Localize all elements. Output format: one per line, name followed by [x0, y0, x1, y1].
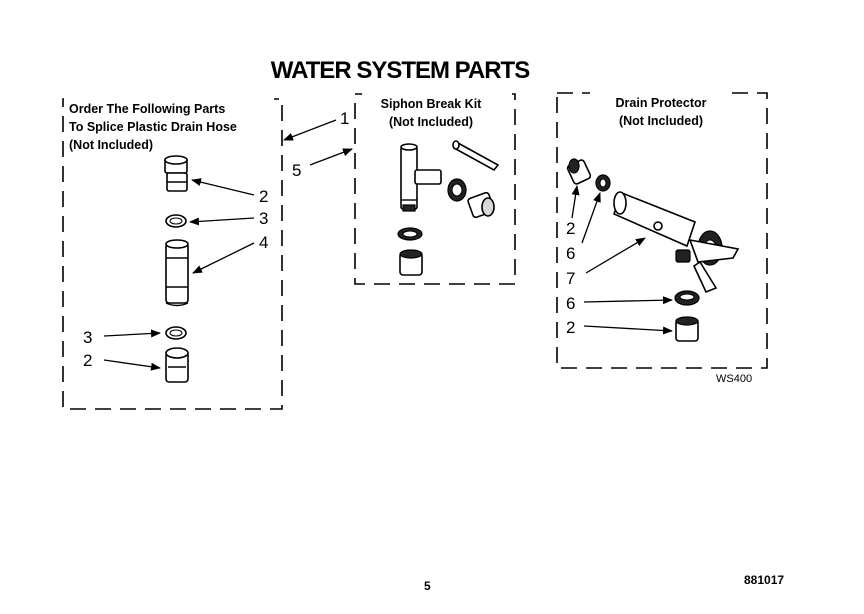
- drain-connector-small: [566, 158, 592, 185]
- siphon-tee: [400, 143, 442, 212]
- callout-d-2-bottom: 2: [566, 318, 575, 337]
- callout-d-6-bottom: 6: [566, 294, 575, 313]
- hose-connector-top: [164, 155, 188, 192]
- callout-4: 4: [259, 233, 268, 252]
- callout-3-bottom: 3: [83, 328, 92, 347]
- drawing-code: WS400: [716, 373, 752, 385]
- drain-box-heading-line2: (Not Included): [619, 114, 703, 128]
- kit-callouts: 1 5: [283, 109, 353, 180]
- splice-parts-box: Order The Following Parts To Splice Plas…: [62, 98, 283, 410]
- callout-d-7: 7: [566, 269, 575, 288]
- drain-valve-body: [612, 191, 740, 294]
- hose-clamp-top: [165, 214, 187, 228]
- callout-2-bottom: 2: [83, 351, 92, 370]
- siphon-box-heading-line1: Siphon Break Kit: [381, 97, 483, 111]
- hose-clamp-bottom: [165, 326, 187, 340]
- page-title: WATER SYSTEM PARTS: [271, 57, 530, 84]
- drain-washer-large: [674, 290, 700, 306]
- siphon-cap: [399, 249, 423, 276]
- splice-box-heading-line3: (Not Included): [69, 138, 153, 152]
- document-number: 881017: [744, 573, 784, 587]
- siphon-tube: [452, 140, 500, 172]
- callout-1: 1: [340, 109, 349, 128]
- callout-d-6-top: 6: [566, 244, 575, 263]
- drain-cap: [675, 316, 699, 342]
- hose-connector-bottom: [165, 347, 189, 383]
- callout-5: 5: [292, 161, 301, 180]
- drain-washer-small: [595, 174, 611, 192]
- siphon-box-heading-line2: (Not Included): [389, 115, 473, 129]
- callout-3-top: 3: [259, 209, 268, 228]
- splice-box-heading-line2: To Splice Plastic Drain Hose: [69, 120, 237, 134]
- callout-d-2-top: 2: [566, 219, 575, 238]
- splice-box-heading-line1: Order The Following Parts: [69, 102, 225, 116]
- siphon-clamp: [397, 227, 423, 241]
- siphon-connector: [467, 191, 495, 219]
- siphon-break-kit-box: Siphon Break Kit (Not Included): [354, 93, 516, 285]
- page-number: 5: [424, 579, 431, 593]
- siphon-nut: [447, 178, 467, 202]
- callout-2-top: 2: [259, 187, 268, 206]
- hose-coupler: [165, 239, 189, 307]
- drain-box-heading-line1: Drain Protector: [616, 96, 707, 110]
- drain-protector-box: Drain Protector (Not Included): [556, 92, 768, 385]
